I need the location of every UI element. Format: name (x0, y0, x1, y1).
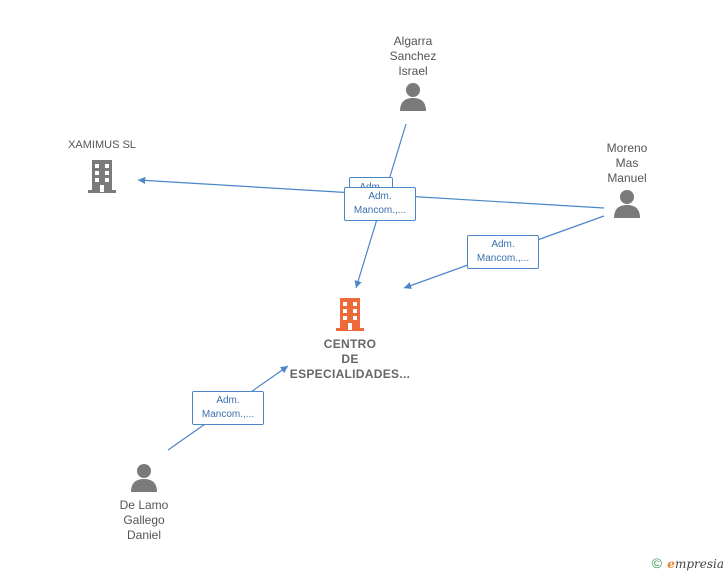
edge-label-line1: Adm. (491, 239, 515, 250)
edge-label-moreno-centro[interactable]: Adm. Mancom.,... (467, 235, 539, 269)
node-xamimus[interactable]: XAMIMUS SL (52, 138, 152, 194)
node-delamo[interactable]: De Lamo Gallego Daniel (104, 462, 184, 543)
node-moreno[interactable]: Moreno Mas Manuel (590, 141, 664, 218)
building-icon (88, 160, 116, 193)
edge-label-line2: Mancom.,... (476, 253, 530, 264)
person-icon (400, 83, 426, 111)
node-delamo-label: De Lamo Gallego Daniel (119, 498, 169, 542)
node-algarra[interactable]: Algarra Sanchez Israel (372, 34, 454, 111)
building-icon (336, 298, 364, 331)
node-algarra-label: Algarra Sanchez Israel (389, 34, 437, 78)
edge-label-line2: Mancom.,... (201, 409, 255, 420)
edge-label-line1: Adm. (368, 191, 392, 202)
node-xamimus-label: XAMIMUS SL (68, 139, 136, 151)
node-centro-label: CENTRO DE ESPECIALIDADES... (289, 337, 411, 381)
footer-brand: © empresia (652, 555, 724, 571)
person-icon (131, 464, 157, 492)
edge-label-line1: Adm. (216, 395, 240, 406)
brand-e: e (667, 557, 675, 571)
node-moreno-label: Moreno Mas Manuel (606, 141, 648, 185)
brand-name: mpresia (674, 557, 724, 571)
node-centro[interactable]: CENTRO DE ESPECIALIDADES... (280, 296, 420, 382)
edge-label-line2: Mancom.,... (353, 205, 407, 216)
person-icon (614, 190, 640, 218)
edge-label-delamo-centro[interactable]: Adm. Mancom.,... (192, 391, 264, 425)
copyright-symbol: © (651, 555, 662, 571)
edge-label-algarra-centro[interactable]: Adm. Mancom.,... (344, 187, 416, 221)
